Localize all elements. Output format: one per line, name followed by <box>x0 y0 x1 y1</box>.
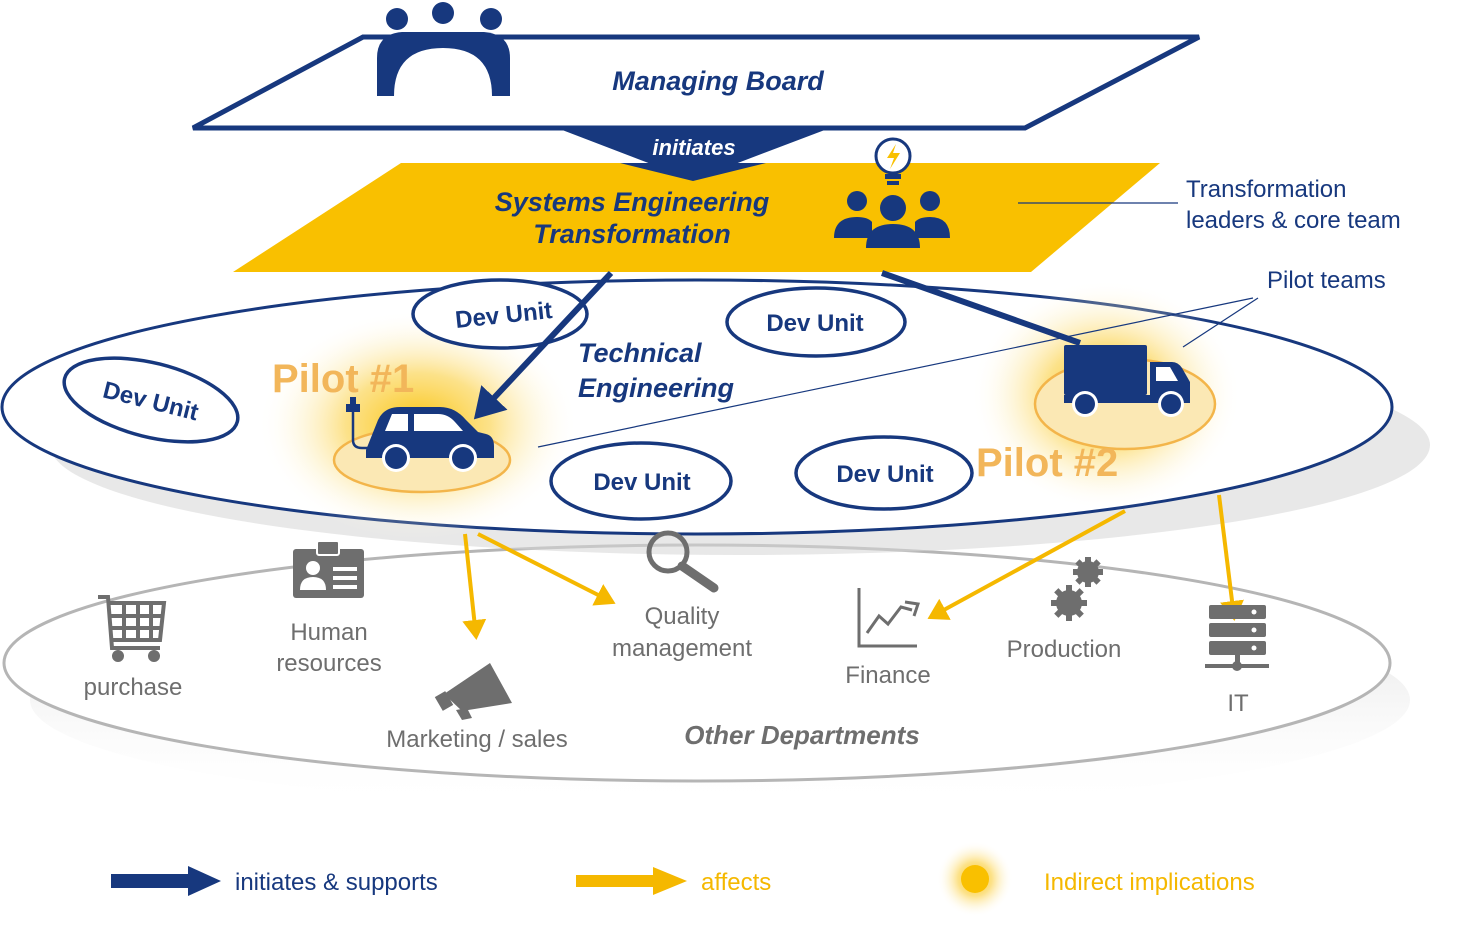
id-badge-icon <box>293 540 364 598</box>
transformation-title-line2: Transformation <box>533 219 731 249</box>
dept-production: Production <box>1007 636 1122 663</box>
dev-unit-left: Dev Unit <box>62 356 240 444</box>
legend-affects: affects <box>576 867 771 896</box>
legend-affects-label: affects <box>701 869 771 896</box>
dept-purchase: purchase <box>84 674 183 701</box>
pilot2-label: Pilot #2 <box>976 441 1118 485</box>
gears-icon <box>1051 557 1103 621</box>
legend-indirect-label: Indirect implications <box>1044 869 1255 896</box>
board-people-icon <box>377 2 510 96</box>
lightbulb-icon <box>874 137 912 185</box>
legend-initiates: initiates & supports <box>111 866 438 896</box>
initiates-connector-overlay <box>620 163 766 181</box>
technical-engineering-line1: Technical <box>578 338 702 368</box>
transformation-title-line1: Systems Engineering <box>495 187 770 217</box>
dept-finance: Finance <box>845 662 930 689</box>
dept-hr-line1: Human <box>290 619 367 646</box>
pilot-teams-leader-line <box>537 297 1254 448</box>
managing-board-title: Managing Board <box>612 66 824 96</box>
dev-unit-top-left: Dev Unit <box>411 278 589 350</box>
affects-arrow-quality <box>477 532 616 606</box>
car-icon <box>346 397 494 472</box>
transformation-plane <box>233 163 1160 272</box>
pilot1-label: Pilot #1 <box>272 357 414 401</box>
legend-initiates-label: initiates & supports <box>235 869 438 896</box>
initiates-connector <box>557 128 830 180</box>
affects-arrow-finance <box>927 509 1126 620</box>
other-departments-title: Other Departments <box>684 720 920 750</box>
dept-it: IT <box>1227 690 1249 717</box>
dept-quality-line1: Quality <box>645 603 720 630</box>
affects-arrow-it <box>1217 494 1244 621</box>
dept-quality-line2: management <box>612 635 752 662</box>
pilot-teams-leader-line-2 <box>1182 297 1259 348</box>
truck-icon <box>1064 345 1190 417</box>
initiates-label: initiates <box>652 135 735 160</box>
dev-unit-bottom-center: Dev Unit <box>549 441 733 521</box>
initiates-arrow-pilot2 <box>881 270 1081 346</box>
server-icon <box>1205 605 1269 671</box>
initiates-arrow-pilot1 <box>473 270 614 420</box>
megaphone-icon <box>434 663 512 720</box>
shopping-cart-icon <box>98 595 167 662</box>
technical-engineering-line2: Engineering <box>578 373 735 403</box>
legend-indirect: Indirect implications <box>937 841 1255 917</box>
magnifier-icon <box>646 530 719 593</box>
leaders-label-line1: Transformation <box>1186 176 1347 203</box>
leaders-label-line2: leaders & core team <box>1186 207 1401 234</box>
team-icon <box>834 191 950 248</box>
svg-text:Dev Unit: Dev Unit <box>766 310 863 337</box>
svg-text:Dev Unit: Dev Unit <box>593 469 690 496</box>
chart-growth-icon <box>857 588 920 648</box>
dev-unit-top-right: Dev Unit <box>725 286 907 358</box>
dept-marketing: Marketing / sales <box>386 726 567 753</box>
dev-unit-bottom-right: Dev Unit <box>794 435 974 511</box>
affects-arrow-marketing <box>462 533 487 640</box>
pilot-teams-label: Pilot teams <box>1267 267 1386 294</box>
svg-text:Dev Unit: Dev Unit <box>836 461 933 488</box>
dept-hr-line2: resources <box>276 650 381 677</box>
